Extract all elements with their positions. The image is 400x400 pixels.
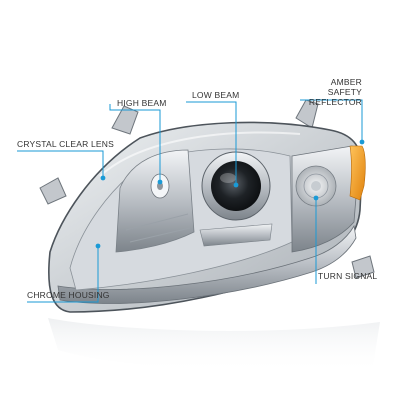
label-chrome-housing: CHROME HOUSING <box>27 290 110 300</box>
label-turn-signal: TURN SIGNAL <box>318 271 378 281</box>
dot-high-beam <box>157 179 163 185</box>
housing-chrome-trim <box>57 224 357 304</box>
dot-low-beam <box>233 182 239 188</box>
label-amber-safety-reflector: AMBER SAFETY REFLECTOR <box>308 77 362 107</box>
label-low-beam: LOW BEAM <box>192 90 240 100</box>
callout-leaders <box>17 99 363 303</box>
dot-turn-signal <box>313 195 319 201</box>
leader-chrome-housing <box>27 248 99 303</box>
dot-amber-reflector <box>359 139 365 145</box>
label-high-beam: HIGH BEAM <box>117 98 167 108</box>
mounting-tab-left <box>39 177 67 205</box>
dot-crystal-clear-lens <box>100 175 106 181</box>
lens-highlight <box>99 131 301 177</box>
leader-amber-reflector <box>300 99 363 140</box>
mounting-tab-top <box>111 105 139 135</box>
mounting-tab-top-right <box>295 99 319 129</box>
leader-low-beam <box>186 101 237 183</box>
label-crystal-clear-lens: CRYSTAL CLEAR LENS <box>17 139 114 149</box>
dot-chrome-housing <box>95 243 101 249</box>
leader-crystal-clear-lens <box>17 150 104 178</box>
mounting-tab-right <box>351 255 375 279</box>
callout-dots <box>95 139 365 249</box>
floor-reflection <box>48 318 380 374</box>
amber-reflector-shape <box>349 145 366 201</box>
high-beam-chamber <box>115 149 195 253</box>
leader-high-beam <box>109 104 161 180</box>
